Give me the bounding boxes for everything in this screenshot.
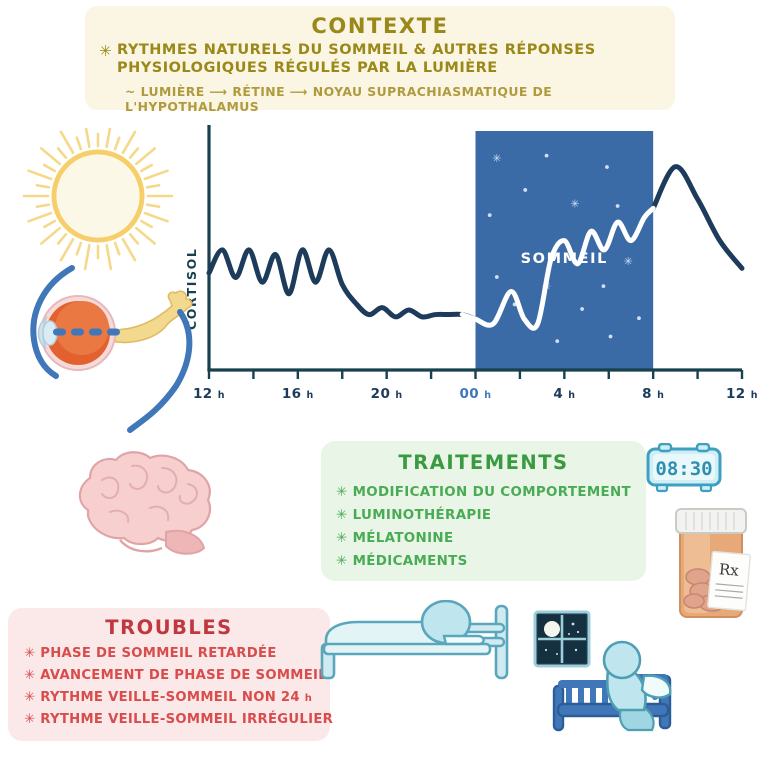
chart-axes: [207, 125, 742, 372]
rx-label: Rx: [718, 560, 740, 580]
list-item-label: AVANCEMENT DE PHASE DE SOMMEIL: [40, 668, 327, 683]
svg-text:✳: ✳: [624, 255, 633, 268]
alarm-clock-screen: [653, 454, 715, 480]
alarm-clock-button-left[interactable]: [657, 442, 673, 453]
contexte-line-2: PHYSIOLOGIQUES RÉGULÉS PAR LA LUMIÈRE: [117, 60, 498, 76]
bullet-marker: ✳: [336, 485, 353, 500]
list-item-label: RYTHME VEILLE-SOMMEIL NON 24 h: [40, 690, 313, 705]
svg-text:✳: ✳: [492, 152, 501, 165]
pillow-icon: [442, 634, 485, 646]
list-item-label: MODIFICATION DU COMPORTEMENT: [352, 485, 632, 500]
bullet-marker: ✳: [24, 668, 41, 683]
x-tick-label-5: 8 h: [642, 386, 665, 402]
contexte-line-1: RYTHMES NATURELS DU SOMMEIL & AUTRES RÉP…: [117, 42, 596, 58]
eye-illustration: [20, 268, 210, 388]
brain-stem-icon: [119, 539, 163, 553]
x-tick-label-2: 20 h: [370, 386, 403, 402]
bullet-marker: ✳: [336, 554, 353, 569]
person-body: [606, 668, 647, 712]
window-stars-icon: [544, 622, 580, 655]
bullet-marker: ✳: [336, 508, 353, 523]
list-item: ✳ AVANCEMENT DE PHASE DE SOMMEIL: [24, 668, 327, 683]
list-item-label: PHASE DE SOMMEIL RETARDÉE: [40, 646, 277, 661]
sun-rays-icon: [22, 121, 174, 271]
sun-core: [57, 155, 139, 237]
chart-svg: ✳✳✳✳: [206, 125, 745, 379]
list-item-label: MÉLATONINE: [352, 531, 454, 546]
cortisol-line-day: [206, 164, 745, 322]
pathway-arrow-illustration: [14, 260, 214, 510]
sleep-night-band: [475, 131, 654, 370]
brain-illustration: [58, 440, 228, 570]
list-item: ✳ MODIFICATION DU COMPORTEMENT: [336, 485, 631, 500]
alarm-clock-foot-left: [655, 483, 669, 493]
chart-x-ticks: [207, 370, 744, 379]
list-item: ✳ RYTHME VEILLE-SOMMEIL IRRÉGULIER: [24, 712, 333, 727]
person-legs: [618, 704, 655, 732]
pathway-arrow-eye-to-brain: [127, 309, 193, 433]
pill-bottle-illustration: Rx: [668, 505, 754, 621]
brain-cortex-icon: [78, 451, 212, 546]
alarm-clock-time: 08:30: [655, 458, 712, 480]
optic-nerve-icon: [110, 290, 193, 344]
moon-icon: [544, 621, 560, 637]
sun-illustration: [18, 121, 178, 278]
troubles-title: TROUBLES: [105, 616, 233, 639]
contexte-bullet-marker: ✳: [99, 42, 113, 60]
person-head: [602, 640, 642, 680]
traitements-title: TRAITEMENTS: [398, 451, 569, 474]
list-item-label: RYTHME VEILLE-SOMMEIL IRRÉGULIER: [40, 712, 334, 727]
pathway-arrow-light-to-eye: [30, 265, 75, 379]
list-item: ✳ MÉDICAMENTS: [336, 554, 468, 569]
x-tick-label-3: 00 h: [459, 386, 492, 402]
x-tick-label-1: 16 h: [281, 386, 314, 402]
list-item: ✳ PHASE DE SOMMEIL RETARDÉE: [24, 646, 277, 661]
cerebellum-icon: [165, 529, 206, 555]
cortisol-line-night: [459, 205, 656, 331]
svg-text:✳: ✳: [570, 198, 579, 211]
sleep-band-label: SOMMEIL: [520, 251, 609, 267]
contexte-title: CONTEXTE: [311, 14, 449, 38]
sitting-person-illustration: [548, 640, 678, 750]
traitements-card: TRAITEMENTS ✳ MODIFICATION DU COMPORTEME…: [321, 441, 646, 581]
list-item-label: MÉDICAMENTS: [352, 554, 468, 569]
sleeping-person-illustration: [318, 599, 518, 700]
sun-outline: [51, 149, 145, 243]
list-item: ✳ RYTHME VEILLE-SOMMEIL NON 24 h: [24, 690, 312, 705]
night-window-illustration: [533, 610, 591, 668]
list-item: ✳ MÉLATONINE: [336, 531, 453, 546]
contexte-pathway-text: ~ LUMIÈRE ⟶ RÉTINE ⟶ NOYAU SUPRACHIASMAT…: [125, 84, 553, 114]
list-item-label: LUMINOTHÉRAPIE: [352, 508, 492, 523]
list-item: ✳ LUMINOTHÉRAPIE: [336, 508, 491, 523]
bed-rail-top-left: [558, 680, 612, 688]
bullet-marker: ✳: [24, 712, 41, 727]
light-signal-dashes-icon: [53, 328, 120, 336]
label-lines: [714, 583, 744, 599]
alarm-clock-button-right[interactable]: [695, 442, 711, 453]
alarm-clock-foot-right: [699, 483, 713, 493]
bullet-marker: ✳: [24, 646, 41, 661]
contexte-card: CONTEXTE ✳ RYTHMES NATURELS DU SOMMEIL &…: [85, 6, 675, 114]
cortisol-chart: ✳✳✳✳ CORTISOL SOMMEIL: [0, 115, 760, 415]
troubles-card: TROUBLES ✳ PHASE DE SOMMEIL RETARDÉE✳ AV…: [8, 608, 333, 741]
x-tick-label-4: 4 h: [553, 386, 576, 402]
bullet-marker: ✳: [24, 690, 41, 705]
mattress-icon: [322, 642, 492, 656]
brain-gyri: [101, 464, 198, 523]
bullet-marker: ✳: [336, 531, 353, 546]
pillow: [640, 674, 672, 699]
x-tick-label-6: 12 h: [726, 386, 758, 402]
x-tick-label-0: 12 h: [193, 386, 225, 402]
cap-ridges: [685, 512, 735, 530]
alarm-clock-illustration: 08:30: [645, 442, 729, 493]
eye-inner: [55, 301, 109, 355]
